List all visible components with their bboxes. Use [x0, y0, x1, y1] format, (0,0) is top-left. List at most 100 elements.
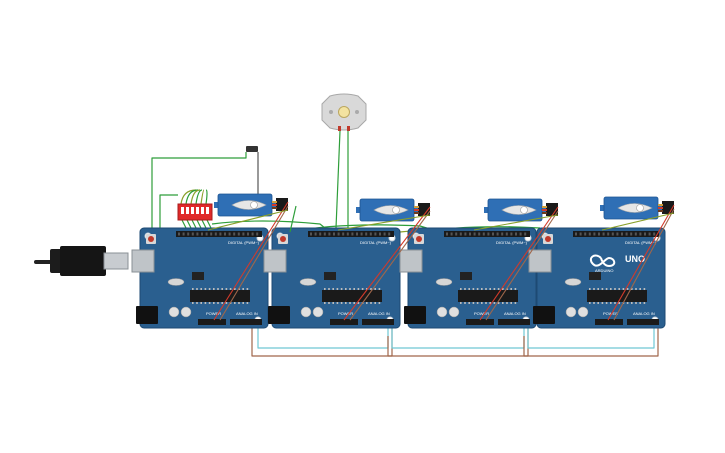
chip-pin: [336, 302, 339, 304]
chip-pin: [324, 302, 326, 304]
chip-pin: [357, 288, 360, 290]
dip-switch[interactable]: [177, 203, 213, 221]
chip-pin: [366, 288, 368, 290]
analog-label: ANALOG IN: [633, 311, 655, 316]
header-pin: [314, 232, 317, 236]
wire-green: [151, 152, 247, 228]
chip-pin: [493, 302, 496, 304]
chip-pin: [589, 288, 591, 290]
servo-motor-1[interactable]: [214, 193, 288, 217]
usb-cable[interactable]: [34, 246, 129, 276]
chip-pin: [217, 288, 219, 290]
motor-screw: [329, 110, 333, 114]
chip-pin: [489, 302, 491, 304]
crystal: [564, 278, 582, 286]
power-jack: [533, 306, 555, 324]
header-pin: [182, 232, 185, 236]
dip-toggle[interactable]: [191, 207, 194, 214]
wire-servo-ground: [613, 208, 675, 321]
header-pin: [505, 232, 508, 236]
usb-plug-body: [60, 246, 106, 276]
header-pin: [593, 232, 596, 236]
reset-button[interactable]: [545, 236, 551, 242]
power-header: [330, 319, 358, 325]
chip-pin: [605, 288, 608, 290]
chip-pin: [328, 302, 330, 304]
header-pin: [584, 232, 587, 236]
dip-toggle[interactable]: [196, 207, 199, 214]
chip-pin: [378, 288, 381, 290]
header-pin: [256, 232, 259, 236]
chip-pin: [597, 288, 599, 290]
servo-motor-2[interactable]: [356, 198, 430, 222]
chip-pin: [643, 302, 646, 304]
header-pin: [374, 232, 377, 236]
capacitor: [180, 306, 192, 318]
servo-lead: [272, 204, 277, 206]
chip-pin: [614, 288, 616, 290]
wire-dip: [191, 219, 197, 229]
servo-tab: [356, 207, 362, 213]
chip-pin: [610, 302, 612, 304]
header-pin: [515, 232, 517, 236]
servo-hub: [392, 206, 400, 214]
header-pin: [496, 232, 499, 236]
header-pin: [501, 232, 504, 236]
header-pin: [639, 232, 642, 236]
header-pin: [644, 232, 646, 236]
dip-toggle[interactable]: [186, 207, 189, 214]
motor-screw: [355, 110, 359, 114]
analog-label: ANALOG IN: [504, 311, 526, 316]
chip-pin: [221, 302, 223, 304]
wire-dip: [195, 189, 203, 205]
servo-motor-4[interactable]: [600, 196, 674, 220]
reset-button[interactable]: [416, 236, 422, 242]
analog-header: [498, 319, 530, 325]
motor-terminal: [347, 126, 350, 131]
dip-toggle[interactable]: [201, 207, 204, 214]
header-pin: [450, 232, 453, 236]
wire-servo-power: [213, 201, 289, 321]
dc-motor[interactable]: [321, 93, 367, 131]
chip-pin: [514, 288, 517, 290]
wires-front: [207, 201, 675, 321]
chip-pin: [514, 302, 517, 304]
chip-pin: [196, 288, 198, 290]
chip-pin: [217, 302, 219, 304]
chip-pin: [485, 302, 487, 304]
servo-horn: [231, 200, 267, 210]
wire-dip: [185, 189, 199, 205]
digital-label: DIGITAL (PWM~): [360, 240, 392, 245]
reset-button[interactable]: [148, 236, 154, 242]
header-pin: [653, 232, 656, 236]
header-pin: [351, 232, 354, 236]
wire-dip: [206, 219, 212, 229]
dip-toggle[interactable]: [206, 207, 209, 214]
chip-pin: [618, 288, 620, 290]
reset-button[interactable]: [280, 236, 286, 242]
wire-dip: [181, 219, 187, 229]
header-pin: [191, 232, 194, 236]
microcontroller-chip: [190, 290, 250, 302]
wire-servo-power: [343, 206, 431, 321]
usb-strain-relief: [50, 249, 62, 273]
chip-pin: [614, 302, 616, 304]
chip-pin: [593, 288, 595, 290]
chip-pin: [601, 302, 604, 304]
wire-green: [211, 220, 331, 233]
header-pin: [579, 232, 582, 236]
motor-terminal: [338, 126, 341, 131]
header-pin: [224, 232, 226, 236]
servo-connector: [546, 203, 558, 216]
servo-motor-3[interactable]: [484, 198, 558, 222]
chip-pin: [626, 288, 629, 290]
slide-switch[interactable]: [246, 146, 258, 152]
dip-toggle[interactable]: [181, 207, 184, 214]
usb-ic: [589, 272, 601, 280]
wire-servo-signal: [601, 212, 675, 231]
